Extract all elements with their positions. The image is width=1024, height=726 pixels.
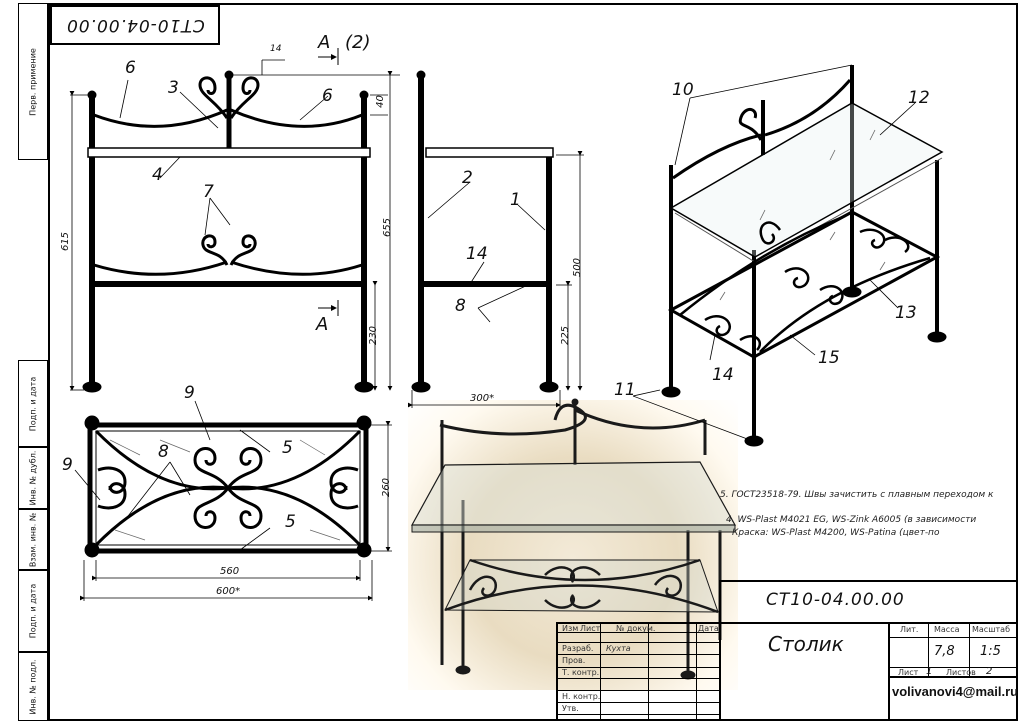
callout-5a: 5	[282, 438, 293, 458]
leader-lines	[74, 64, 916, 551]
lit-label: Лит.	[900, 625, 919, 634]
callout-7: 7	[203, 182, 214, 202]
callout-10: 10	[672, 80, 694, 100]
rotated-code-box: СТ10-04.00.00	[50, 5, 220, 45]
callout-8-side: 8	[455, 296, 466, 316]
section-label-bottom: А	[316, 314, 329, 335]
dim-14: 14	[270, 44, 282, 54]
plan-dimensions	[80, 421, 392, 601]
callout-14-side: 14	[466, 244, 488, 264]
note-line-2: 4. WS-Plast M4021 EG, WS-Zink A6005 (в з…	[726, 515, 977, 525]
side-view	[411, 70, 559, 393]
dim-260: 260	[381, 477, 393, 498]
dim-40: 40	[374, 95, 386, 108]
dim-230: 230	[368, 325, 380, 346]
callout-11: 11	[614, 380, 636, 400]
sidebar-stamps: Перв. примение Подп. и дата Инв. № дубл.…	[18, 3, 48, 721]
title-name: Столик	[768, 632, 844, 656]
data-label: Дата	[698, 624, 719, 633]
listov-label: Листов	[946, 668, 976, 677]
utv-label: Утв.	[562, 704, 579, 713]
title-block: СТ10-04.00.00 Столик Лит. Масса Масштаб …	[556, 580, 1018, 721]
dim-560: 560	[220, 566, 240, 577]
ndokum-label: № докум.	[616, 624, 656, 633]
photo-table	[410, 398, 737, 680]
callout-12: 12	[908, 88, 930, 108]
callout-6a: 6	[125, 58, 136, 78]
callout-6b: 6	[322, 86, 333, 106]
callout-8-plan: 8	[158, 442, 169, 462]
dim-600: 600*	[216, 586, 241, 597]
iso-view	[661, 65, 947, 447]
front-view	[82, 70, 374, 393]
massa-value: 7,8	[934, 644, 955, 659]
callout-13: 13	[895, 303, 917, 323]
sidebar-cell-podp1: Подп. и дата	[18, 360, 48, 447]
dim-300: 300*	[470, 393, 495, 404]
drawing-frame	[48, 3, 1018, 721]
callout-5b: 5	[285, 512, 296, 532]
title-code: СТ10-04.00.00	[766, 590, 905, 610]
sidebar-cell-vzam: Взам. инв. №	[18, 509, 48, 570]
sidebar-cell-perv: Перв. примение	[18, 3, 48, 160]
dim-225: 225	[560, 325, 572, 346]
section-label-suffix: (2)	[345, 32, 371, 53]
nkontr-label: Н. контр.	[562, 692, 601, 701]
callout-15: 15	[818, 348, 840, 368]
razrab-name: Кухта	[606, 644, 631, 653]
prov-label: Пров.	[562, 656, 586, 665]
author-email: volivanovi4@mail.ru	[892, 684, 1019, 699]
massa-label: Масса	[934, 625, 960, 634]
dim-655: 655	[382, 217, 394, 238]
callout-2: 2	[462, 168, 473, 188]
dim-615: 615	[60, 231, 72, 252]
izm-label: Изм	[562, 624, 579, 633]
note-line-1: 5. ГОСТ23518-79. Швы зачистить с плавным…	[720, 490, 994, 500]
note-line-3: Краска: WS-Plast M4200, WS-Patina (цвет-…	[732, 528, 940, 538]
side-dimensions	[408, 151, 584, 408]
listov-value: 2	[986, 666, 993, 677]
callout-1: 1	[510, 190, 521, 210]
tkontr-label: Т. контр.	[562, 668, 600, 677]
razrab-label: Разраб.	[562, 644, 594, 653]
list-label: Лист	[898, 668, 919, 677]
sidebar-cell-podl: Инв. № подл.	[18, 652, 48, 721]
callout-3: 3	[168, 78, 179, 98]
sidebar-cell-dubl: Инв. № дубл.	[18, 447, 48, 509]
callout-9-plan-top: 9	[184, 383, 195, 403]
masshtab-value: 1:5	[980, 644, 1001, 659]
front-dimensions	[69, 59, 400, 391]
callout-4: 4	[152, 165, 163, 185]
section-arrows	[318, 48, 339, 316]
dim-500: 500	[572, 257, 584, 278]
masshtab-label: Масштаб	[972, 625, 1011, 634]
list-value: 1	[926, 666, 933, 677]
section-label-top: А	[318, 32, 331, 53]
callout-9-plan-left: 9	[62, 455, 73, 475]
list-col-label: Лист	[580, 624, 601, 633]
plan-view	[84, 415, 372, 558]
sidebar-cell-podp2: Подп. и дата	[18, 570, 48, 652]
callout-14-iso: 14	[712, 365, 734, 385]
